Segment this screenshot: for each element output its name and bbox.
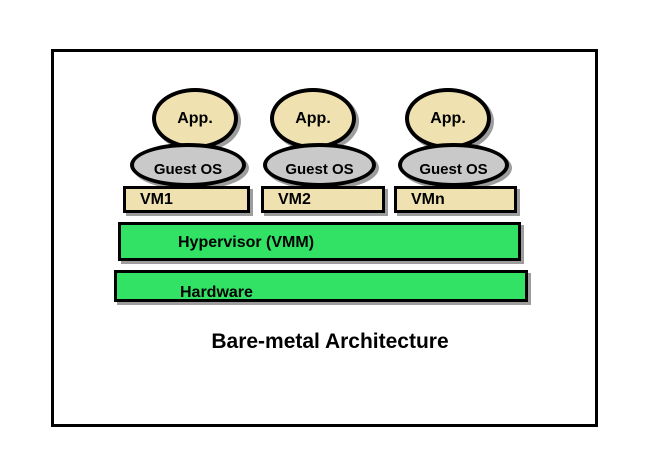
guest-os-label-vmn: Guest OS bbox=[419, 160, 488, 178]
vm-label-vm2: VM2 bbox=[278, 190, 311, 208]
hardware-layer: Hardware bbox=[114, 270, 528, 302]
guest-os-label-vm1: Guest OS bbox=[153, 160, 223, 178]
vm-box-vm1: VM1 bbox=[123, 186, 250, 213]
vm-label-vmn: VMn bbox=[411, 190, 445, 208]
vm-box-vmn: VMn bbox=[394, 186, 517, 213]
guest-os-ellipse-vm2: Guest OS bbox=[263, 143, 376, 187]
hypervisor-layer: Hypervisor (VMM) bbox=[118, 222, 521, 261]
vm-label-vm1: VM1 bbox=[140, 190, 173, 208]
vm-box-vm2: VM2 bbox=[261, 186, 385, 213]
app-ellipse-vmn: App. bbox=[405, 88, 491, 149]
app-label-vm2: App. bbox=[295, 109, 331, 127]
guest-os-label-vm2: Guest OS bbox=[285, 160, 354, 178]
app-label-vmn: App. bbox=[430, 109, 466, 127]
app-ellipse-vm2: App. bbox=[270, 88, 356, 149]
app-ellipse-vm1: App. bbox=[152, 88, 238, 149]
guest-os-ellipse-vmn: Guest OS bbox=[398, 143, 509, 187]
hardware-layer-label: Hardware bbox=[180, 284, 253, 301]
app-label-vm1: App. bbox=[177, 109, 213, 127]
hypervisor-layer-label: Hypervisor (VMM) bbox=[178, 234, 315, 251]
diagram-caption: Bare-metal Architecture bbox=[211, 330, 449, 353]
guest-os-ellipse-vm1: Guest OS bbox=[130, 143, 246, 187]
